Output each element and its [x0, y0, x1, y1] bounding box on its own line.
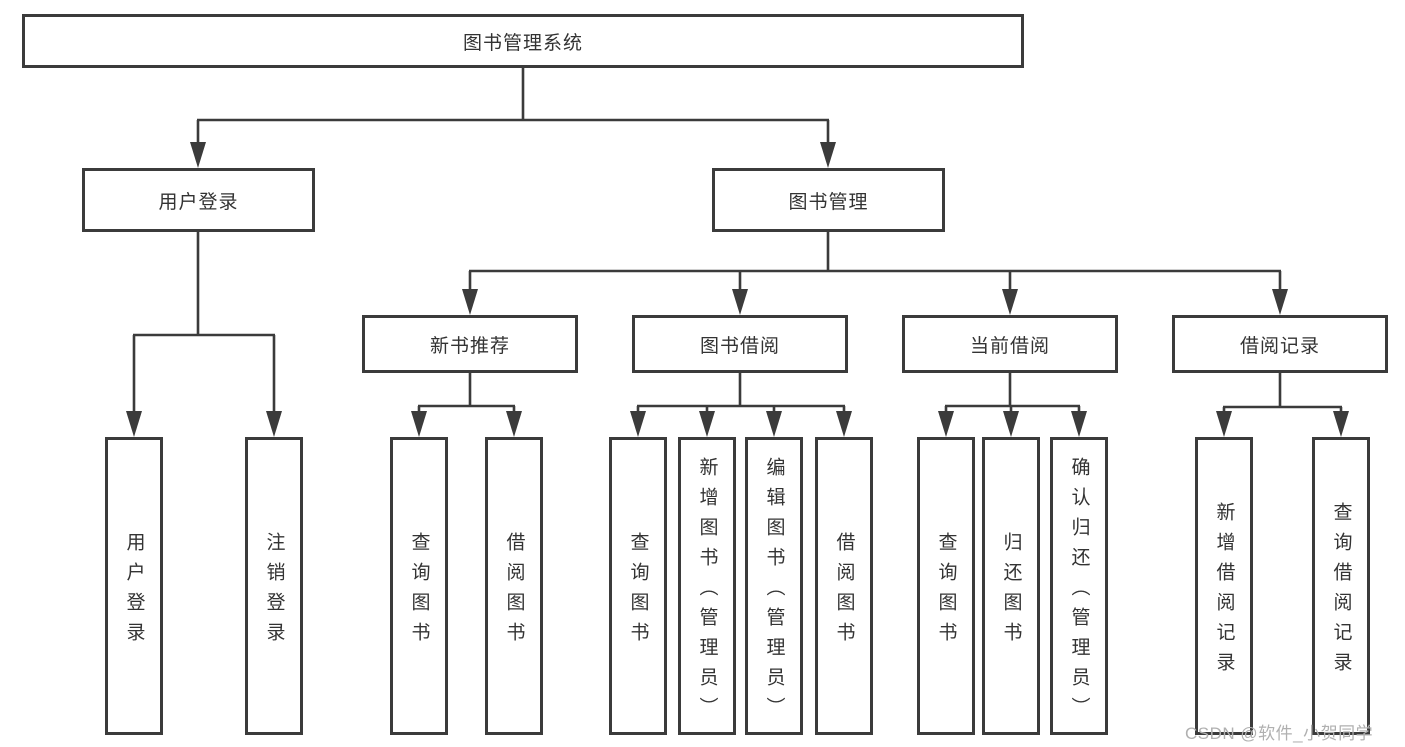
leaf-return-book: 归还图书	[982, 437, 1040, 735]
leaf-query-book-1: 查询图书	[390, 437, 448, 735]
node-label: 编辑图书（管理员）	[763, 456, 785, 727]
node-label: 注销登录	[263, 531, 285, 652]
node-label: 用户登录	[158, 191, 239, 213]
node-label: 借阅图书	[833, 531, 855, 652]
leaf-query-book-2: 查询图书	[609, 437, 667, 735]
node-label: 查询图书	[935, 531, 957, 652]
leaf-logout: 注销登录	[245, 437, 303, 735]
node-label: 新增借阅记录	[1213, 501, 1235, 682]
leaf-confirm-return-admin: 确认归还（管理员）	[1050, 437, 1108, 735]
node-label: 新增图书（管理员）	[696, 456, 718, 727]
node-book-management: 图书管理	[712, 168, 945, 232]
node-label: 用户登录	[123, 531, 145, 652]
node-label: 图书管理系统	[462, 32, 583, 54]
watermark: CSDN @软件_小贺同学	[1185, 724, 1374, 743]
node-label: 当前借阅	[969, 335, 1050, 357]
node-current-borrow: 当前借阅	[902, 315, 1118, 373]
leaf-borrow-book-2: 借阅图书	[815, 437, 873, 735]
leaf-user-login: 用户登录	[105, 437, 163, 735]
leaf-borrow-book-1: 借阅图书	[485, 437, 543, 735]
node-label: 新书推荐	[429, 335, 510, 357]
node-label: 查询借阅记录	[1330, 501, 1352, 682]
leaf-add-borrow-record: 新增借阅记录	[1195, 437, 1253, 735]
node-label: 查询图书	[408, 531, 430, 652]
node-label: 图书借阅	[699, 335, 780, 357]
node-new-book-recommend: 新书推荐	[362, 315, 578, 373]
node-label: 借阅图书	[503, 531, 525, 652]
node-root: 图书管理系统	[22, 14, 1024, 68]
node-borrow-record: 借阅记录	[1172, 315, 1388, 373]
node-user-login: 用户登录	[82, 168, 315, 232]
node-label: 图书管理	[788, 191, 869, 213]
node-label: 确认归还（管理员）	[1068, 456, 1090, 727]
leaf-query-borrow-record: 查询借阅记录	[1312, 437, 1370, 735]
node-label: 归还图书	[1000, 531, 1022, 652]
node-book-borrow: 图书借阅	[632, 315, 848, 373]
leaf-query-book-3: 查询图书	[917, 437, 975, 735]
node-label: 查询图书	[627, 531, 649, 652]
node-label: 借阅记录	[1239, 335, 1320, 357]
leaf-edit-book-admin: 编辑图书（管理员）	[745, 437, 803, 735]
leaf-add-book-admin: 新增图书（管理员）	[678, 437, 736, 735]
